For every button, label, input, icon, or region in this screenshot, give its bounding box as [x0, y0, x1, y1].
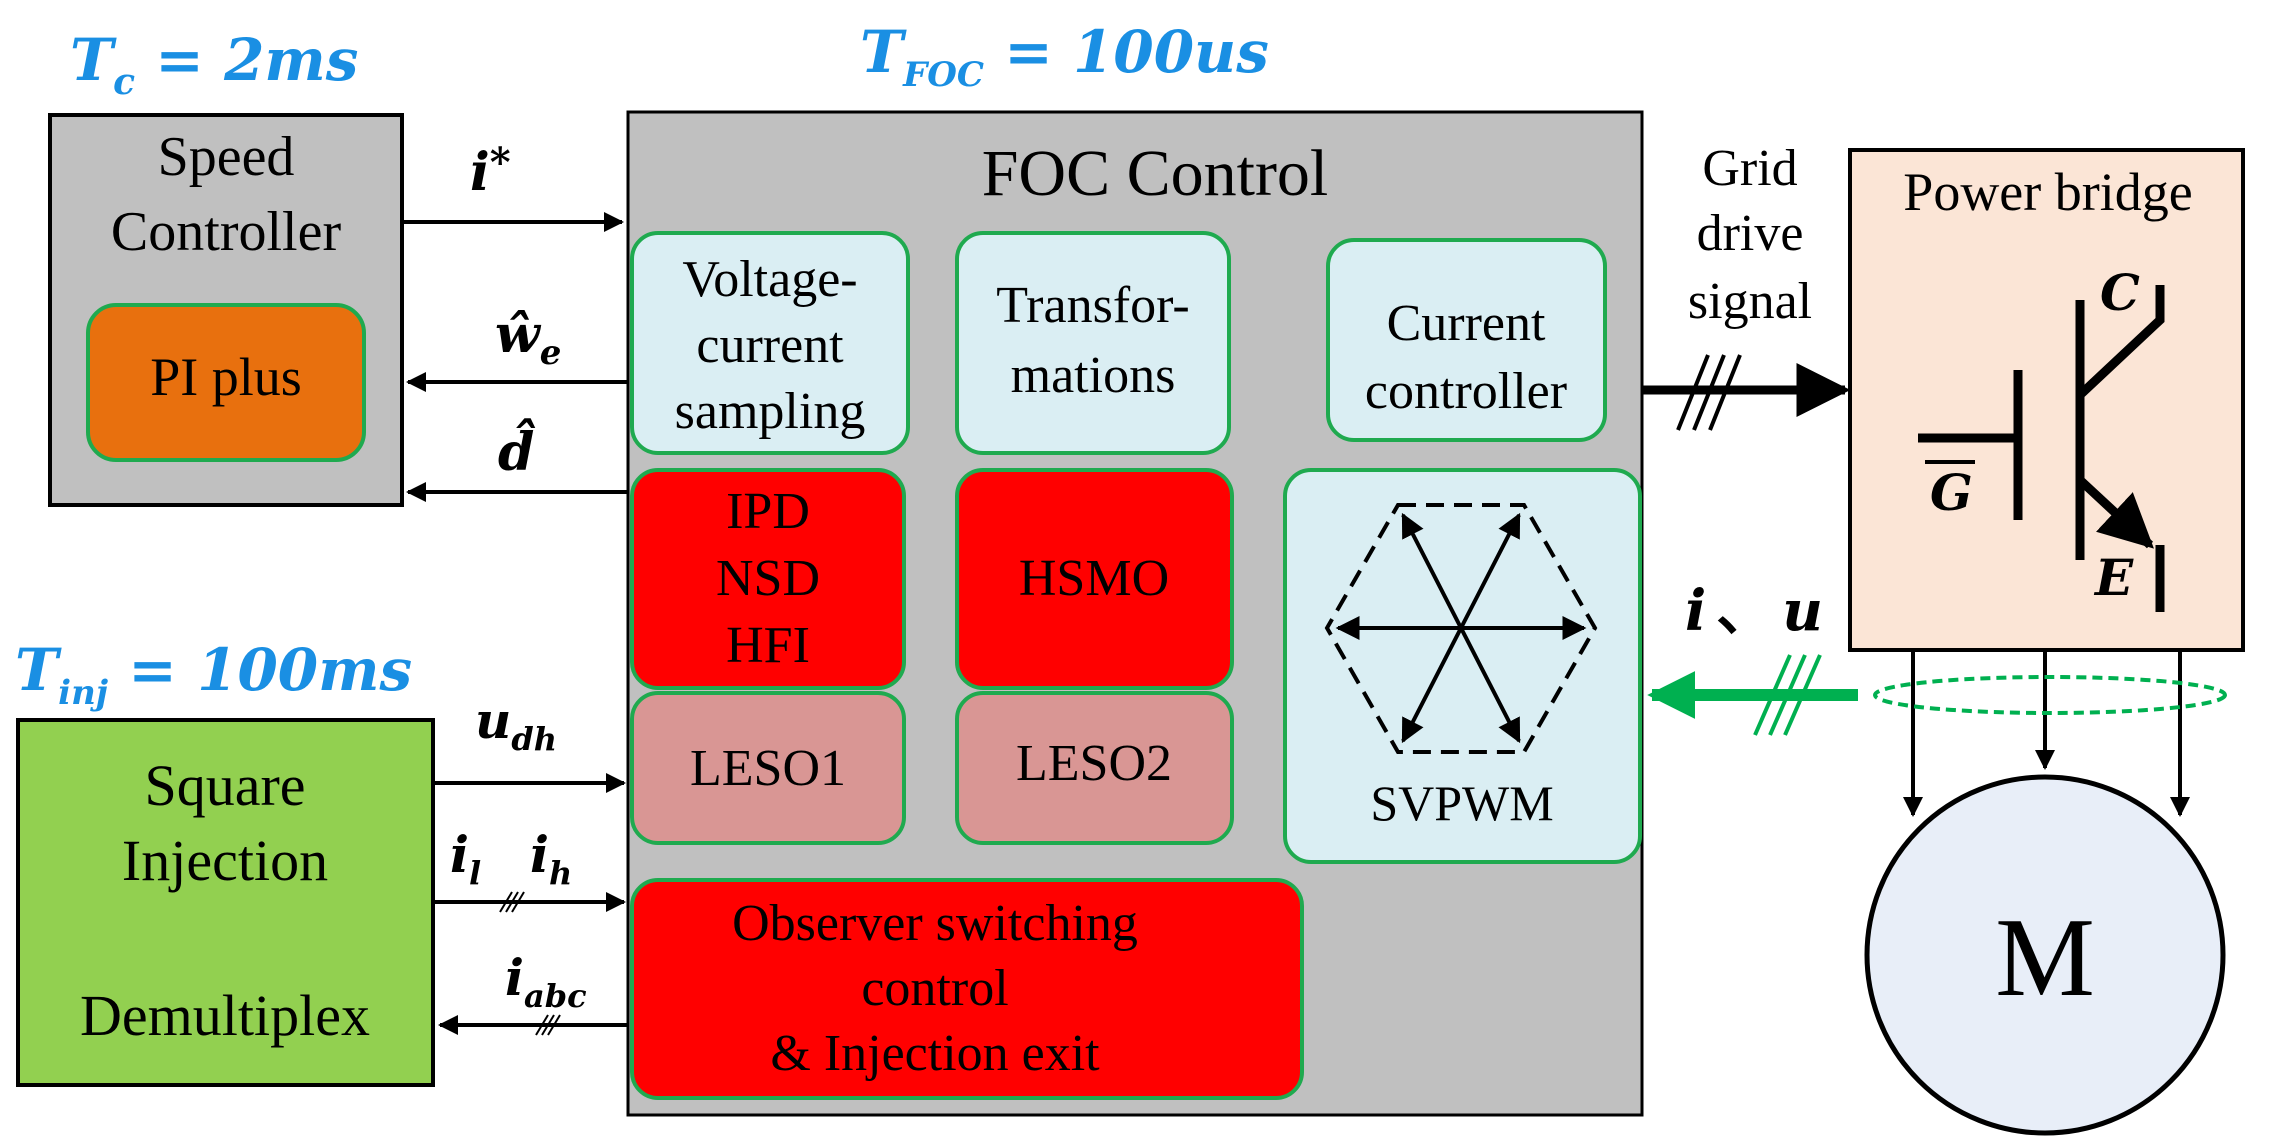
transformations-label-2: mations [1011, 347, 1176, 404]
leso2-block [955, 691, 1234, 845]
grid-label-3: signal [1688, 273, 1812, 330]
collector-label: C [2100, 263, 2140, 322]
w-e-label: ŵe [495, 304, 561, 373]
square-label-1: Square [144, 753, 305, 818]
feedback-bus-mark [1753, 654, 1822, 736]
pi-plus-label: PI plus [150, 347, 302, 407]
ih-label: ih [530, 825, 572, 892]
speed-controller-title-2: Controller [111, 201, 342, 263]
power-bridge-block: Power bridge C G E [1848, 148, 2245, 652]
square-label-2: Injection [122, 828, 328, 893]
square-label-3: Demultiplex [80, 983, 370, 1048]
observer-label-2: control [861, 960, 1008, 1017]
speed-controller-title: Speed [158, 126, 295, 188]
tc-label: Tc = 2ms [70, 26, 358, 103]
current-sensor-ring [1873, 675, 2227, 715]
vc-sampling-label-3: sampling [675, 383, 866, 440]
svpwm-hexagon-icon [1324, 503, 1598, 754]
leso2-label: LESO2 [1016, 735, 1172, 792]
hfi-label: HFI [726, 617, 810, 674]
observer-switching-block [630, 878, 1304, 1100]
transformations-label-1: Transfor- [996, 277, 1189, 334]
square-injection-block: Square Injection Demultiplex [16, 718, 435, 1087]
speed-controller-block: Speed Controller PI plus [48, 113, 404, 507]
gate-label: G [1930, 463, 1973, 522]
vc-sampling-label-1: Voltage- [682, 251, 857, 308]
observer-label-3: & Injection exit [770, 1025, 1100, 1082]
motor-block: M [1864, 774, 2226, 1136]
motor-phase-lines [1873, 650, 2227, 817]
vc-sampling-block [630, 231, 910, 455]
il-label: il [450, 825, 481, 892]
emitter-label: E [2093, 548, 2134, 607]
iabc-bus-mark [535, 1014, 561, 1036]
svpwm-block [1283, 468, 1642, 864]
ipd-nsd-hfi-block [630, 468, 906, 690]
nsd-label: NSD [716, 550, 820, 607]
il-ih-bus-mark [499, 891, 525, 913]
hsmo-block [955, 468, 1234, 690]
transformations-block [955, 231, 1231, 455]
power-bridge-title: Power bridge [1903, 162, 2192, 222]
grid-label-2: drive [1697, 205, 1804, 262]
tfoc-label: TFOC = 100us [860, 18, 1269, 95]
hsmo-label: HSMO [1019, 550, 1169, 607]
d-hat-label: d̂ [498, 419, 535, 483]
grid-label-1: Grid [1702, 140, 1797, 197]
current-controller-label-2: controller [1365, 363, 1567, 420]
u-dh-label: udh [475, 691, 557, 758]
current-controller-label-1: Current [1387, 295, 1546, 352]
pi-plus-block [86, 303, 366, 462]
foc-control-block: FOC Control Voltage- current sampling Tr… [626, 110, 1644, 1117]
grid-bus-mark [1676, 354, 1742, 431]
foc-title: FOC Control [982, 137, 1329, 210]
iu-label: i、u [1685, 578, 1823, 644]
i-star-label: i* [470, 139, 511, 203]
motor-label: M [1995, 896, 2095, 1020]
leso1-block [630, 691, 906, 845]
igbt-symbol-icon [1918, 285, 2165, 612]
vc-sampling-label-2: current [696, 317, 844, 374]
current-controller-block [1326, 238, 1607, 442]
ipd-label: IPD [726, 483, 810, 540]
svpwm-label: SVPWM [1370, 775, 1553, 831]
tinj-label: Tinj = 100ms [15, 636, 412, 713]
iabc-label: iabc [505, 948, 587, 1015]
leso1-label: LESO1 [690, 740, 846, 797]
observer-label-1: Observer switching [732, 895, 1138, 952]
